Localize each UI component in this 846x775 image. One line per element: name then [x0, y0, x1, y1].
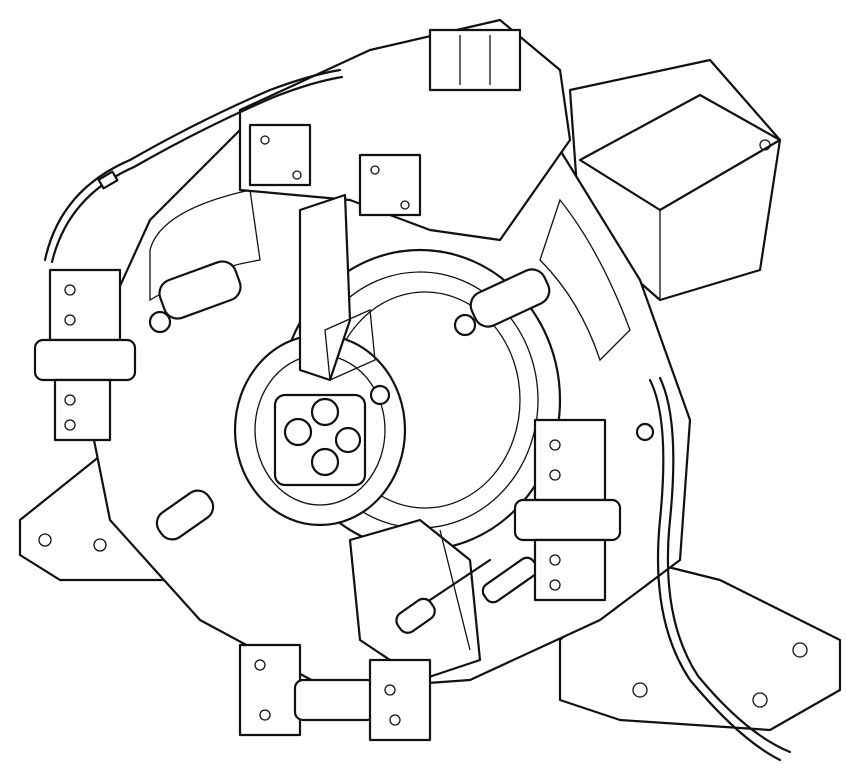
plunger-lower-left: [155, 489, 215, 541]
cut-plate-lower: [348, 518, 482, 682]
cable-top: [43, 68, 344, 264]
cut-plate-upper: [298, 193, 376, 382]
plunger-upper-right: [453, 268, 551, 337]
plunger-upper-left: [148, 260, 242, 334]
spring-assembly: [395, 556, 539, 634]
center-shaft-cutaway: [233, 333, 407, 527]
top-mount-block: [238, 18, 572, 242]
sensor-block-left: [33, 268, 137, 442]
sensor-block-right: [513, 418, 622, 602]
cable-right: [635, 376, 792, 762]
sensor-block-bottom: [238, 643, 432, 742]
